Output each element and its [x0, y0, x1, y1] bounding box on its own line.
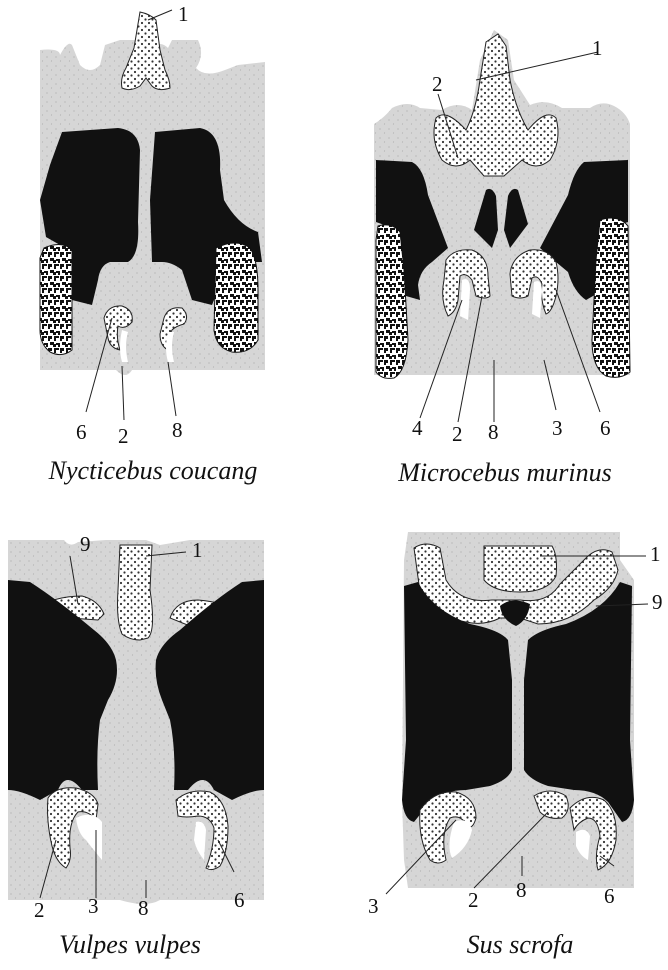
label-2: 2: [34, 900, 45, 921]
turbinal-checker-right: [592, 218, 630, 377]
label-8: 8: [516, 880, 527, 901]
panel-vulpes: [8, 540, 264, 904]
caption-sus: Sus scrofa: [410, 930, 630, 960]
label-3: 3: [552, 418, 563, 439]
label-6: 6: [604, 886, 615, 907]
label-4: 4: [412, 418, 423, 439]
label-1: 1: [192, 540, 203, 561]
label-8: 8: [488, 422, 499, 443]
label-8: 8: [172, 420, 183, 441]
turbinal-checker-right: [214, 243, 258, 352]
caption-nycticebus: Nycticebus coucang: [40, 456, 266, 486]
caption-vulpes: Vulpes vulpes: [20, 930, 240, 960]
label-1: 1: [650, 544, 661, 565]
septum-cartilage: [484, 546, 557, 592]
label-3: 3: [88, 896, 99, 917]
label-6: 6: [600, 418, 611, 439]
label-1: 1: [178, 4, 189, 25]
label-9: 9: [80, 534, 91, 555]
label-3: 3: [368, 896, 379, 917]
panel-microcebus: [374, 30, 630, 422]
label-2: 2: [432, 74, 443, 95]
label-2: 2: [468, 890, 479, 911]
label-9: 9: [652, 592, 663, 613]
label-6: 6: [76, 422, 87, 443]
septum-cartilage: [118, 545, 153, 640]
label-6: 6: [234, 890, 245, 911]
label-2: 2: [452, 424, 463, 445]
label-2: 2: [118, 426, 129, 447]
label-1: 1: [592, 38, 603, 59]
panel-sus: [386, 532, 648, 894]
panel-nycticebus: [40, 10, 265, 420]
turbinal-checker-left: [40, 244, 72, 354]
label-8: 8: [138, 898, 149, 919]
caption-microcebus: Microcebus murinus: [380, 458, 630, 488]
